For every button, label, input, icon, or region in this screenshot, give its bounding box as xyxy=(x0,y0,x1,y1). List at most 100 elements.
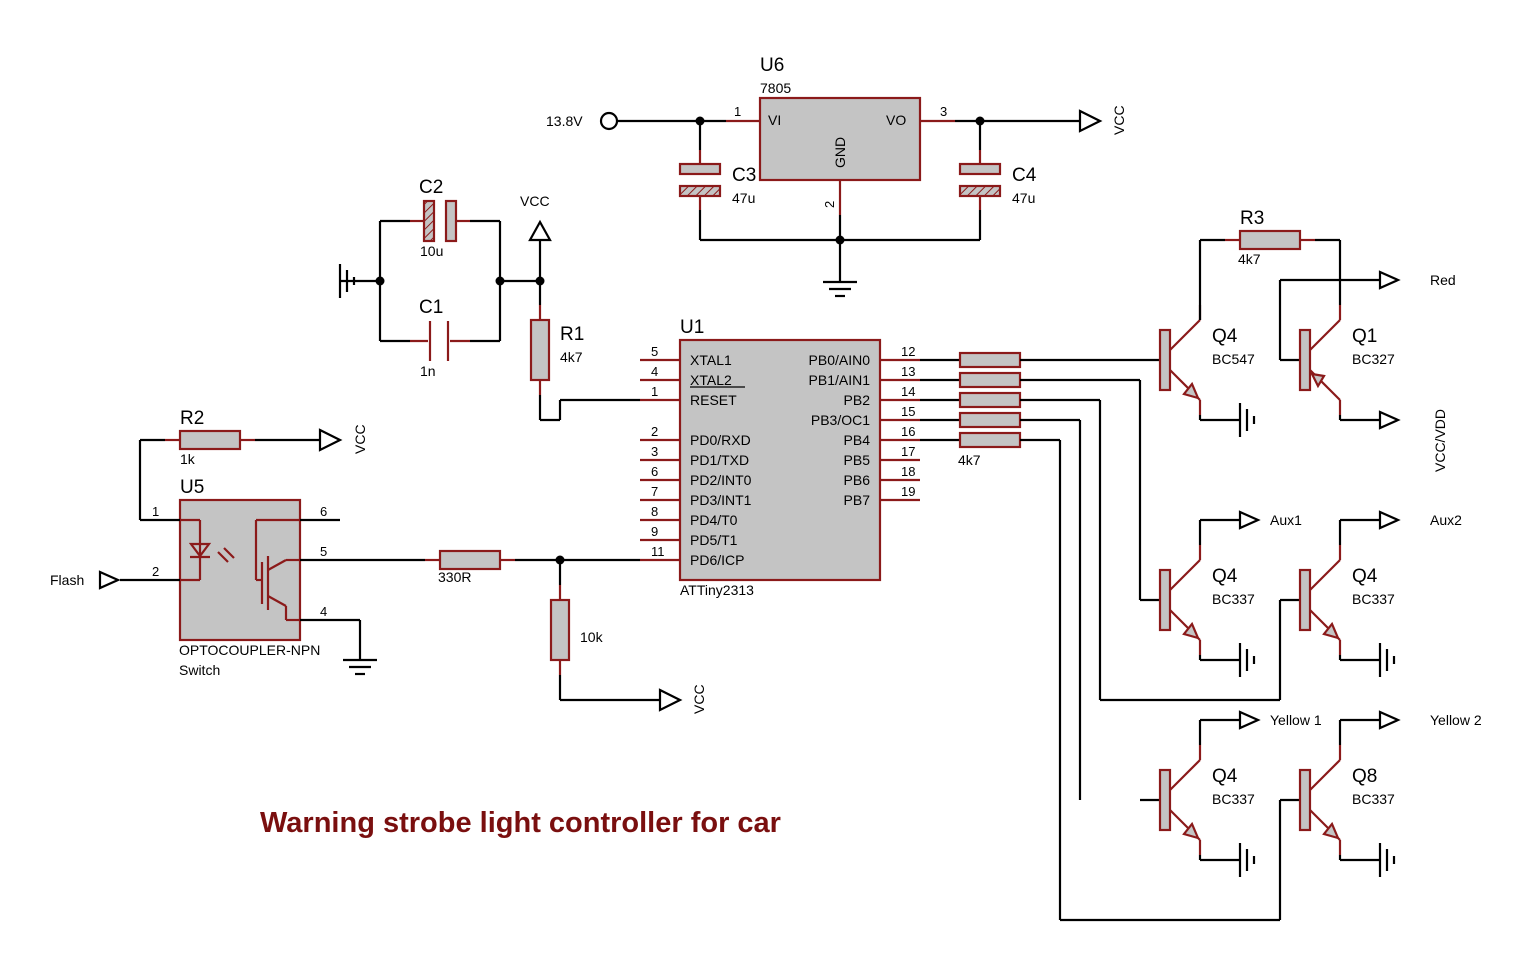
c2-value: 10u xyxy=(420,243,443,259)
transistor-part: BC337 xyxy=(1352,791,1395,807)
vcc-label-reset: VCC xyxy=(520,193,550,209)
transistor-ref: Q8 xyxy=(1352,766,1377,787)
u1-pin-name: PD5/T1 xyxy=(690,532,738,548)
output-vcc-vdd: VCC/VDD xyxy=(1432,409,1448,472)
u1-pin-name: PB4 xyxy=(844,432,871,448)
u1-pin-num: 19 xyxy=(901,484,915,499)
u1-pin-num: 1 xyxy=(651,384,658,399)
c4-value: 47u xyxy=(1012,190,1035,206)
capacitor-c3 xyxy=(678,162,722,176)
u1-pin-name: XTAL2 xyxy=(690,372,732,388)
transistor-part: BC337 xyxy=(1352,591,1395,607)
vcc-arrow-r2 xyxy=(318,428,343,452)
u1-pin-name: PB6 xyxy=(844,472,871,488)
u1-pin-name: PB5 xyxy=(844,452,871,468)
vcc-label-r2: VCC xyxy=(352,424,368,454)
optocoupler-section: VCC R2 1k U5 OPTOCOUPLER-NPN Switch 1 2 … xyxy=(50,408,707,714)
u6-gnd: GND xyxy=(832,137,848,168)
diagram-title: Warning strobe light controller for car xyxy=(260,807,781,839)
transistor-ref: Q4 xyxy=(1352,566,1378,587)
transistor-part: BC327 xyxy=(1352,351,1395,367)
u5-pin1: 1 xyxy=(152,504,159,519)
output-red: Red xyxy=(1430,272,1456,288)
u1-pin-name: PB0/AIN0 xyxy=(809,352,871,368)
c3-value: 47u xyxy=(732,190,755,206)
flash-input-arrow xyxy=(98,570,121,590)
resistor-r2 xyxy=(178,429,242,451)
u1-pin-name: XTAL1 xyxy=(690,352,732,368)
u1-pin-name: PD3/INT1 xyxy=(690,492,752,508)
vcc-arrow-10k xyxy=(658,688,683,712)
u1-pin-num: 15 xyxy=(901,404,915,419)
u1-pin-num: 12 xyxy=(901,344,915,359)
u6-pin2: 2 xyxy=(822,201,837,208)
u1-pin-num: 18 xyxy=(901,464,915,479)
vcc-label-10k: VCC xyxy=(691,684,707,714)
output-aux2: Aux2 xyxy=(1430,512,1462,528)
resistor-r3 xyxy=(1238,229,1302,251)
r10k-value: 10k xyxy=(580,629,604,645)
u1-pin-num: 14 xyxy=(901,384,915,399)
u6-ref: U6 xyxy=(760,55,784,76)
u1-pin-name: RESET xyxy=(690,392,737,408)
u1-pin-name: PB2 xyxy=(844,392,871,408)
u1-pin-num: 8 xyxy=(651,504,658,519)
u1-pin-num: 2 xyxy=(651,424,658,439)
transistor-part: BC337 xyxy=(1212,591,1255,607)
resistor-330r xyxy=(438,549,502,571)
c2-ref: C2 xyxy=(419,177,443,198)
u1-pin-num: 17 xyxy=(901,444,915,459)
r3-value: 4k7 xyxy=(1238,251,1261,267)
u1-pin-num: 4 xyxy=(651,364,658,379)
input-voltage-label: 13.8V xyxy=(546,113,583,129)
regulator-section: 13.8V U6 7805 VI VO GND 1 3 2 VCC C3 47u xyxy=(546,55,1127,298)
u1-ref: U1 xyxy=(680,317,704,338)
r2-ref: R2 xyxy=(180,408,204,429)
r-array-value: 4k7 xyxy=(958,452,981,468)
u6-part: 7805 xyxy=(760,80,791,96)
transistor-ref: Q4 xyxy=(1212,326,1238,347)
u5-subtitle: Switch xyxy=(179,662,220,678)
u5-pin4: 4 xyxy=(320,604,327,619)
c1-ref: C1 xyxy=(419,297,443,318)
regulator-u6 xyxy=(758,96,922,182)
transistor-ref: Q4 xyxy=(1212,766,1238,787)
u6-pin1: 1 xyxy=(734,104,741,119)
output-yellow2: Yellow 2 xyxy=(1430,712,1482,728)
capacitor-c4 xyxy=(958,162,1002,176)
vcc-label-u6: VCC xyxy=(1111,105,1127,135)
transistor-group: Q4BC547Q1BC327Q4BC337Q4BC337Q4BC337Q8BC3… xyxy=(1140,270,1401,879)
u1-part: ATTiny2313 xyxy=(680,582,754,598)
input-terminal xyxy=(599,111,619,131)
capacitor-c2 xyxy=(422,199,436,243)
u5-part: OPTOCOUPLER-NPN xyxy=(179,642,320,658)
u1-pin-num: 3 xyxy=(651,444,658,459)
output-labels: Red VCC/VDD Aux1 Aux2 Yellow 1 Yellow 2 xyxy=(1270,272,1482,728)
u1-pin-num: 7 xyxy=(651,484,658,499)
vcc-arrow-u6 xyxy=(1078,109,1103,133)
u5-ref: U5 xyxy=(180,477,204,498)
driver-wiring: R3 4k7 xyxy=(1198,208,1342,360)
u1-pin-num: 5 xyxy=(651,344,658,359)
u1-pin-name: PD0/RXD xyxy=(690,432,751,448)
u1-pin-name: PB7 xyxy=(844,492,871,508)
u6-vi: VI xyxy=(768,112,781,128)
c1-value: 1n xyxy=(420,363,436,379)
c3-ref: C3 xyxy=(732,165,756,186)
u1-pin-num: 11 xyxy=(651,544,665,559)
output-yellow1: Yellow 1 xyxy=(1270,712,1322,728)
u5-pin2: 2 xyxy=(152,564,159,579)
u1-body xyxy=(678,338,882,582)
resistor-10k xyxy=(549,598,571,662)
output-aux1: Aux1 xyxy=(1270,512,1302,528)
transistor-part: BC337 xyxy=(1212,791,1255,807)
r2-value: 1k xyxy=(180,451,196,467)
resistor-r1 xyxy=(529,318,551,382)
u1-pin-name: PD4/T0 xyxy=(690,512,738,528)
